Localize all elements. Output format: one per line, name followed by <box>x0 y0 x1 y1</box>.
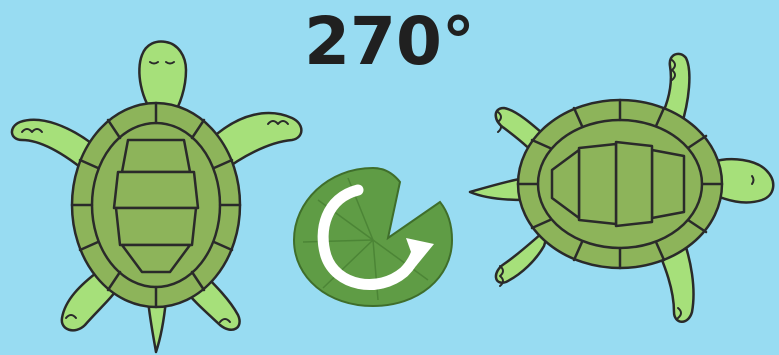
turtle-after-rotation-icon <box>460 50 779 355</box>
turtle-before-rotation-icon <box>0 0 320 355</box>
turtle-tail <box>470 178 524 200</box>
rotation-arrow-icon <box>288 160 458 310</box>
